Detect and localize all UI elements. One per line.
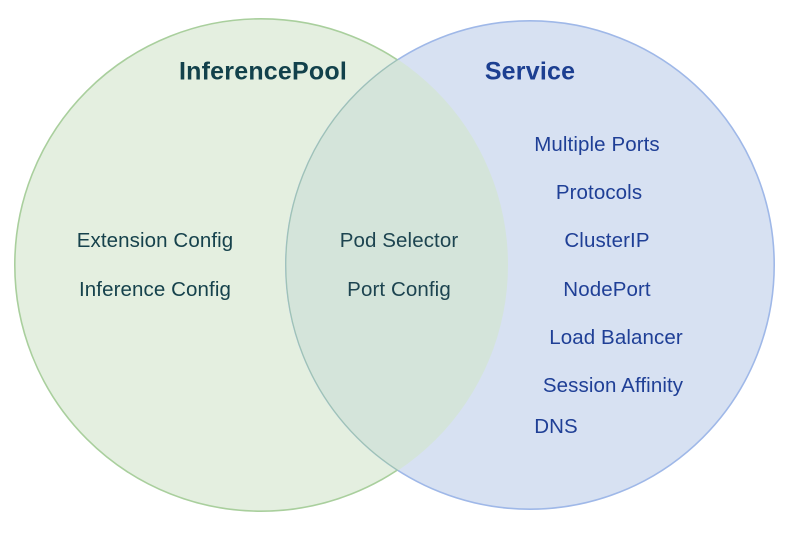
intersection-region [285,20,508,510]
intersection-item-pod-selector: Pod Selector [339,229,459,252]
left-set-item-extension-config: Extension Config [76,229,234,252]
right-set-item-nodeport: NodePort [563,278,651,301]
right-set-item-clusterip: ClusterIP [564,229,650,252]
right-set-item-session-affinity: Session Affinity [542,374,684,397]
left-set-item-inference-config: Inference Config [78,278,232,301]
right-set-item-multiple-ports: Multiple Ports [534,133,660,156]
right-set-item-load-balancer: Load Balancer [549,326,683,349]
right-set-item-dns: DNS [534,415,578,438]
right-set-title: Service [484,57,576,86]
left-set-title: InferencePool [179,57,347,86]
intersection-item-port-config: Port Config [347,278,451,301]
right-set-item-protocols: Protocols [555,181,643,204]
